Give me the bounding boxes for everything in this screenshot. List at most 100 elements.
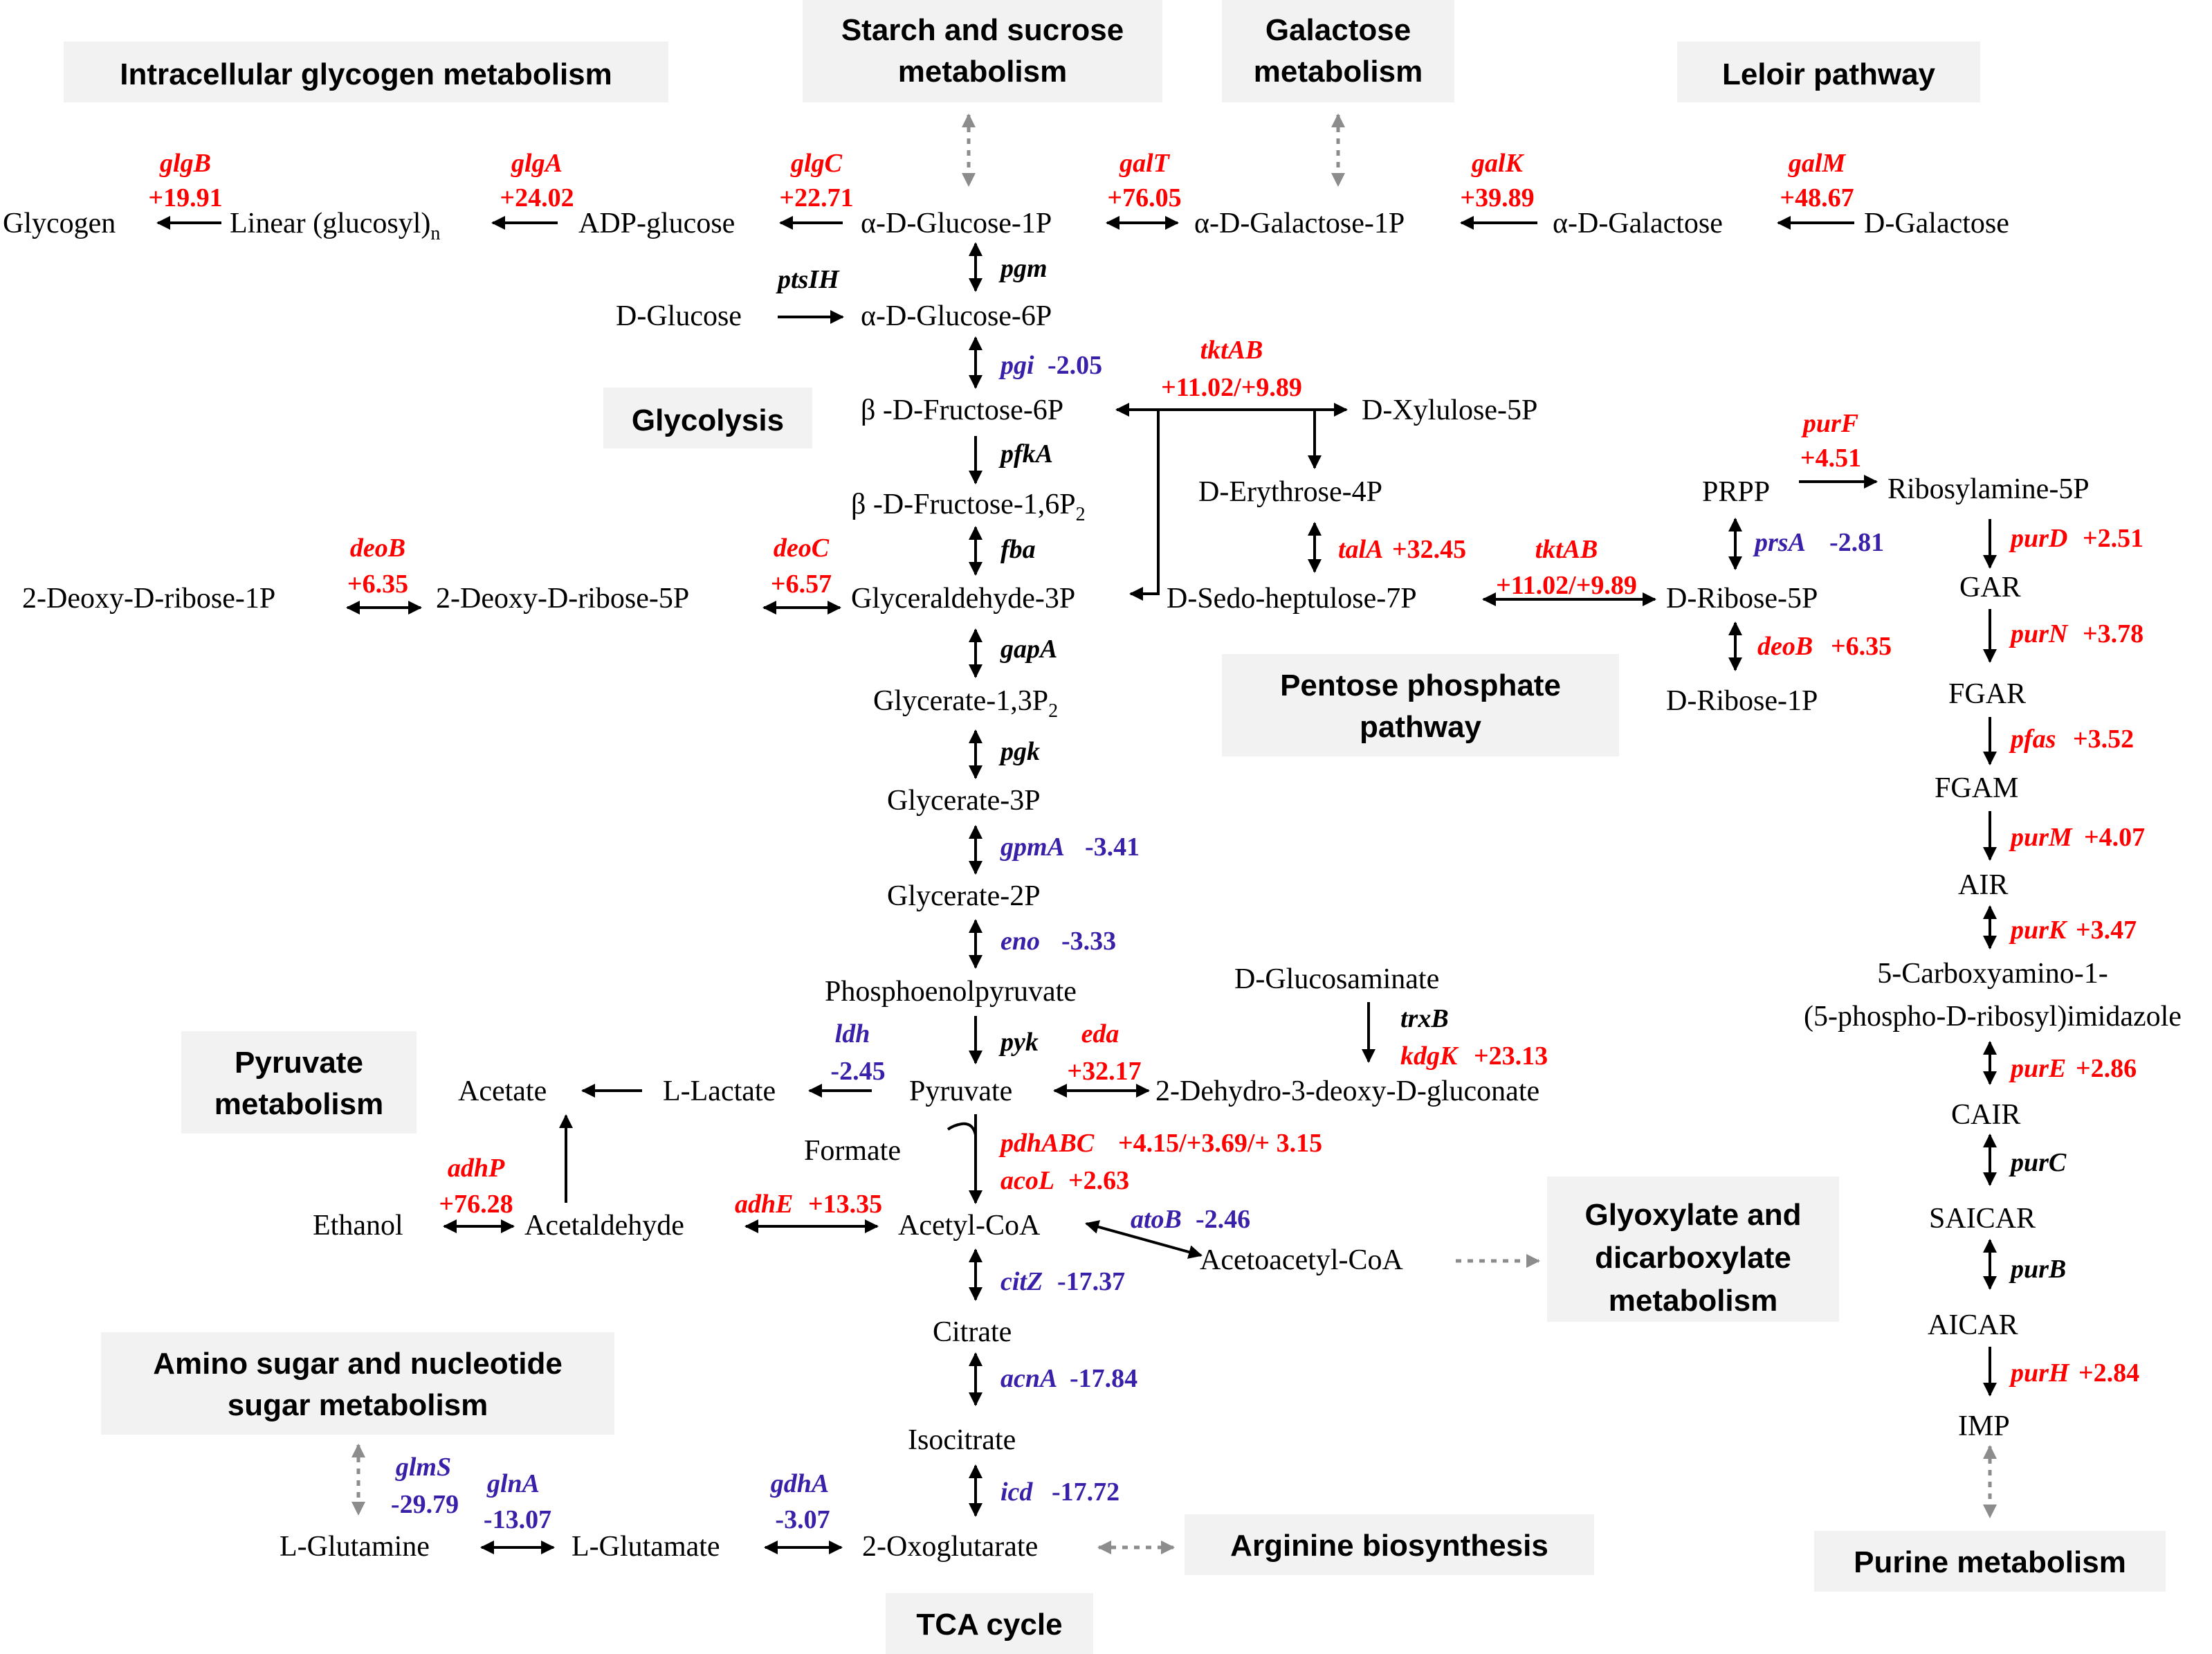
gene-purH-value: +2.84 — [2078, 1358, 2139, 1388]
metabolite-citrate: Citrate — [933, 1316, 1012, 1348]
metabolite-fgar: FGAR — [1948, 678, 2026, 710]
gene-pdhABC: pdhABC — [998, 1129, 1095, 1158]
gene-purF: purF — [1801, 409, 1858, 438]
metabolite-glycogen: Glycogen — [3, 208, 116, 239]
gene-glnA: glnA — [486, 1469, 540, 1498]
gene-gapA: gapA — [1000, 635, 1057, 664]
gene-glgC: glgC — [790, 149, 843, 178]
gene-purH: purH — [2009, 1358, 2070, 1388]
gene-pfas: pfas — [2009, 725, 2056, 754]
gene-deoC: deoC — [774, 534, 830, 563]
box-intracellular-glycogen: Intracellular glycogen metabolism — [64, 42, 668, 102]
gene-deoB: deoB — [350, 534, 405, 563]
metabolite-l-lactate: L-Lactate — [663, 1075, 776, 1107]
gene-pdhABC-value: +4.15/+3.69/+ 3.15 — [1118, 1129, 1322, 1158]
gene-galK: galK — [1471, 149, 1525, 178]
metabolite-acetate: Acetate — [458, 1075, 547, 1107]
box-label: Intracellular glycogen metabolism — [120, 57, 612, 91]
gene-adhP: adhP — [448, 1154, 505, 1183]
metabolite-d-glucose: D-Glucose — [616, 300, 742, 332]
metabolite-acetyl-coa: Acetyl-CoA — [898, 1210, 1041, 1242]
box-purine: Purine metabolism — [1814, 1531, 2166, 1592]
metabolite-formate: Formate — [804, 1135, 901, 1167]
gene-adhE: adhE — [735, 1190, 793, 1219]
gene-pgi-value: -2.05 — [1048, 351, 1102, 380]
gene-deoC-value: +6.57 — [771, 570, 832, 599]
gene-atoB-value: -2.46 — [1196, 1205, 1250, 1234]
gene-glgB-value: +19.91 — [148, 183, 222, 212]
gene-pgm: pgm — [998, 254, 1048, 283]
gene-acoL-value: +2.63 — [1068, 1166, 1129, 1195]
pathway-boxes: Intracellular glycogen metabolism Starch… — [64, 0, 2166, 1654]
gene-citZ-value: -17.37 — [1057, 1267, 1125, 1296]
gene-tktAB-value: +11.02/+9.89 — [1161, 373, 1302, 402]
metabolite-carboxyamino-line2: (5-phospho-D-ribosyl)imidazole — [1804, 1001, 2182, 1033]
gene-glgC-value: +22.71 — [779, 183, 853, 212]
gene-pgk: pgk — [998, 737, 1040, 766]
box-label: Glyoxylate and — [1584, 1198, 1801, 1232]
box-label: metabolism — [1609, 1284, 1778, 1318]
box-pentose-phosphate: Pentose phosphate pathway — [1222, 654, 1619, 756]
gene-gdhA-value: -3.07 — [775, 1505, 830, 1534]
box-label: metabolism — [214, 1087, 384, 1121]
box-glyoxylate: Glyoxylate and dicarboxylate metabolism — [1547, 1176, 1839, 1322]
metabolite-erythrose-4p: D-Erythrose-4P — [1198, 476, 1382, 508]
box-label: Galactose — [1265, 13, 1411, 47]
metabolite-fructose-6p: β -D-Fructose-6P — [861, 394, 1063, 426]
metabolite-xylulose-5p: D-Xylulose-5P — [1362, 394, 1537, 426]
gene-pfas-value: +3.52 — [2073, 725, 2134, 754]
box-starch-sucrose: Starch and sucrose metabolism — [803, 0, 1162, 102]
gene-tktAB: tktAB — [1535, 535, 1598, 564]
gene-eno: eno — [1000, 927, 1040, 956]
box-label: dicarboxylate — [1595, 1241, 1791, 1275]
gene-deoB-value: +6.35 — [1831, 632, 1892, 661]
metabolite-deoxyribose-1p: 2-Deoxy-D-ribose-1P — [22, 583, 275, 615]
metabolite-phosphoenolpyruvate: Phosphoenolpyruvate — [825, 976, 1077, 1008]
gene-glmS-value: -29.79 — [391, 1490, 459, 1519]
gene-eda: eda — [1081, 1019, 1119, 1048]
box-glycolysis: Glycolysis — [603, 388, 812, 448]
gene-purE-value: +2.86 — [2076, 1054, 2137, 1083]
gene-eda-value: +32.17 — [1067, 1057, 1141, 1086]
metabolites: Glycogen Linear (glucosyl)n ADP-glucose … — [3, 208, 2182, 1563]
gene-gpmA: gpmA — [1000, 833, 1065, 862]
metabolite-air: AIR — [1958, 869, 2008, 901]
metabolite-cair: CAIR — [1951, 1099, 2020, 1131]
metabolite-d-galactose: D-Galactose — [1864, 208, 2009, 239]
gene-talA: talA — [1338, 535, 1383, 564]
metabolite-acetaldehyde: Acetaldehyde — [524, 1210, 684, 1242]
gene-labels: glgB +19.91 glgA +24.02 glgC +22.71 galT… — [148, 149, 2145, 1534]
gene-kdgK-value: +23.13 — [1474, 1042, 1548, 1071]
gene-acnA-value: -17.84 — [1070, 1364, 1137, 1393]
gene-deoB: deoB — [1757, 632, 1813, 661]
metabolite-saicar: SAICAR — [1929, 1203, 2036, 1235]
gene-ldh-value: -2.45 — [830, 1057, 885, 1086]
gene-kdgK: kdgK — [1400, 1042, 1459, 1071]
box-galactose: Galactose metabolism — [1222, 0, 1454, 102]
gene-prsA: prsA — [1753, 528, 1806, 557]
box-leloir: Leloir pathway — [1677, 42, 1980, 102]
gene-tktAB-value: +11.02/+9.89 — [1496, 571, 1637, 600]
gene-purM-value: +4.07 — [2084, 823, 2145, 852]
metabolite-sedoheptulose-7p: D-Sedo-heptulose-7P — [1167, 583, 1417, 615]
metabolite-acetoacetyl-coa: Acetoacetyl-CoA — [1200, 1244, 1404, 1276]
metabolite-a-galactose: α-D-Galactose — [1553, 208, 1723, 239]
metabolite-carboxyamino-line1: 5-Carboxyamino-1- — [1877, 958, 2108, 990]
gene-citZ: citZ — [1000, 1267, 1043, 1296]
gene-atoB: atoB — [1131, 1205, 1182, 1234]
metabolite-l-glutamate: L-Glutamate — [572, 1531, 720, 1563]
gene-gpmA-value: -3.41 — [1085, 833, 1140, 862]
metabolite-prpp: PRPP — [1702, 476, 1770, 508]
gene-glgA-value: +24.02 — [500, 183, 574, 212]
gene-purC: purC — [2009, 1148, 2067, 1177]
metabolite-2-oxoglutarate: 2-Oxoglutarate — [862, 1531, 1038, 1563]
gene-glgA: glgA — [511, 149, 563, 178]
reaction-arrows — [156, 113, 1997, 1554]
gene-purD-value: +2.51 — [2083, 524, 2144, 553]
gene-pgi: pgi — [998, 351, 1034, 380]
metabolite-fgam: FGAM — [1935, 772, 2018, 804]
gene-fba: fba — [1000, 535, 1036, 564]
box-label: Starch and sucrose — [841, 13, 1124, 47]
gene-talA-value: +32.45 — [1392, 535, 1466, 564]
box-label: pathway — [1360, 710, 1482, 744]
